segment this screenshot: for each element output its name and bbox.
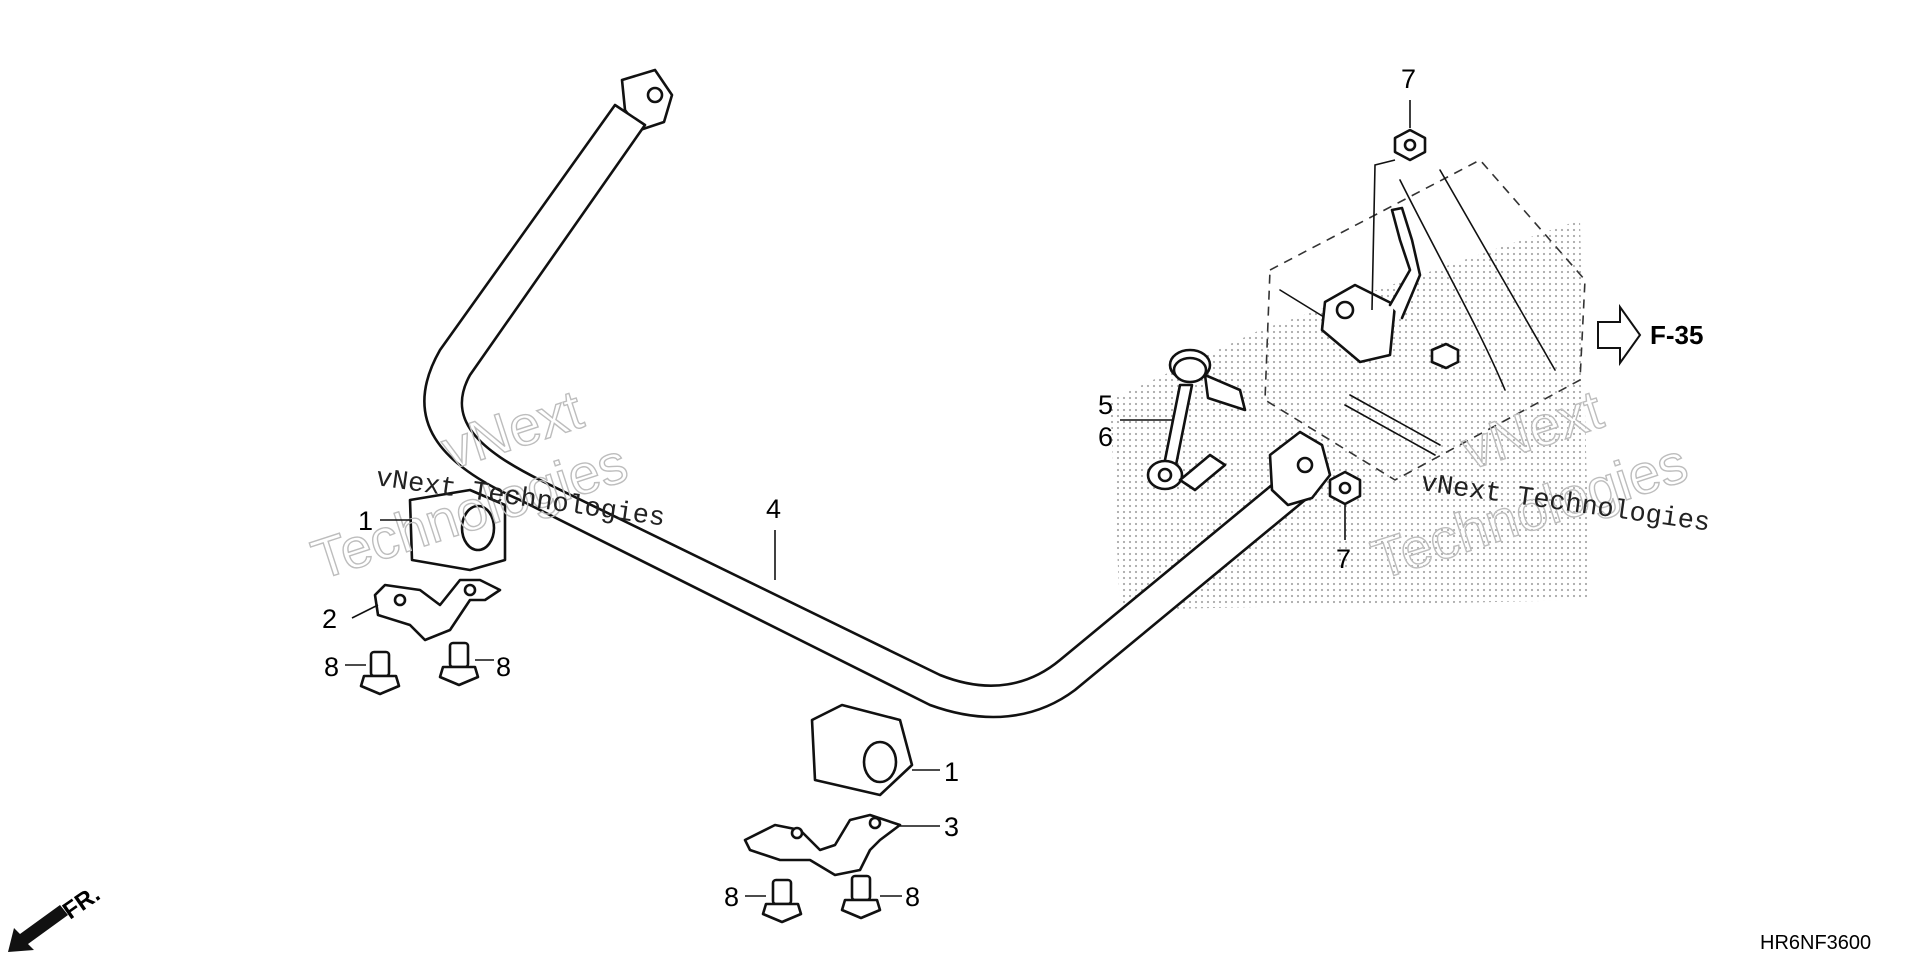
callout-link-lower: 6 bbox=[1098, 422, 1113, 452]
outline-arrow-right-icon bbox=[1597, 303, 1642, 367]
callout-link-upper: 5 bbox=[1098, 390, 1113, 420]
front-direction: FR. bbox=[8, 881, 105, 952]
callout-bolt-left-b: 8 bbox=[496, 652, 511, 682]
callout-labels: 7 5 6 7 4 1 2 8 8 1 3 8 8 bbox=[322, 64, 1416, 912]
direction-label: FR. bbox=[58, 881, 105, 925]
callout-bolt-center-b: 8 bbox=[905, 882, 920, 912]
callout-nut-top: 7 bbox=[1401, 64, 1416, 94]
holder-left bbox=[373, 578, 502, 642]
callout-bushing-center: 1 bbox=[944, 757, 959, 787]
nut-top bbox=[1393, 128, 1427, 162]
bushing-left bbox=[408, 488, 507, 572]
callout-bushing-left: 1 bbox=[358, 506, 373, 536]
callout-stabilizer-bar: 4 bbox=[766, 494, 781, 524]
bolt-center-b bbox=[840, 874, 882, 920]
bolt-left-a bbox=[359, 650, 401, 696]
callout-nut-bottom: 7 bbox=[1336, 544, 1351, 574]
callout-holder-left: 2 bbox=[322, 604, 337, 634]
nut-bottom bbox=[1328, 470, 1362, 506]
callout-bolt-left-a: 8 bbox=[324, 652, 339, 682]
diagram-code: HR6NF3600 bbox=[1760, 932, 1871, 954]
callout-bolt-center-a: 8 bbox=[724, 882, 739, 912]
bolt-left-b bbox=[438, 641, 480, 687]
reference-label: F-35 bbox=[1650, 320, 1703, 350]
bushing-center bbox=[810, 703, 914, 797]
arrow-down-left-icon bbox=[8, 905, 68, 952]
callout-holder-center: 3 bbox=[944, 812, 959, 842]
stabilizer-link bbox=[1146, 348, 1247, 492]
mount-bracket bbox=[1320, 206, 1460, 370]
leader-lines bbox=[345, 100, 1411, 897]
stabilizer-bar bbox=[423, 68, 1332, 719]
bolt-center-a bbox=[761, 878, 803, 924]
reference-f35[interactable]: F-35 bbox=[1597, 303, 1703, 367]
holder-center bbox=[743, 813, 902, 877]
